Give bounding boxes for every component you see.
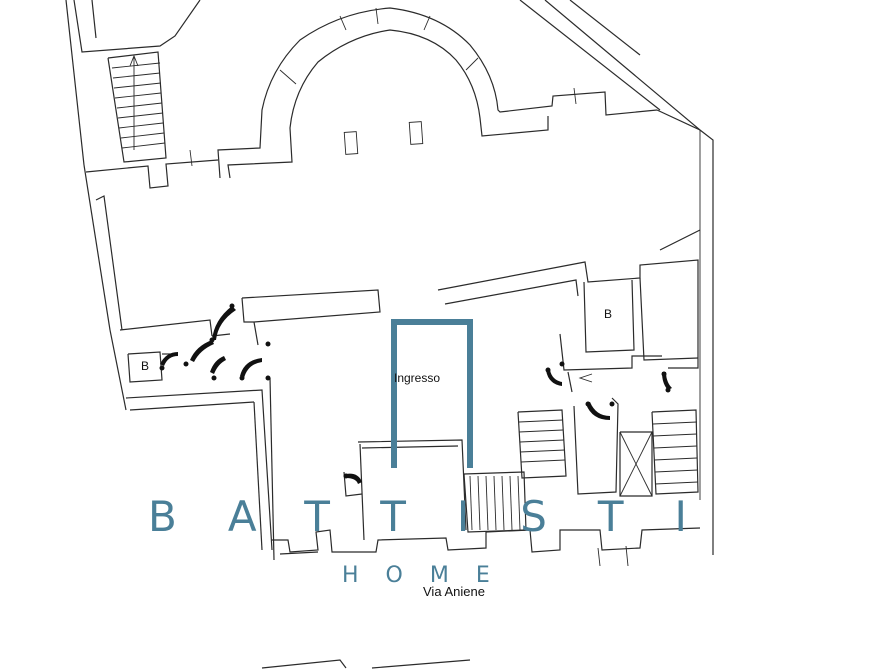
top-left-room [73, 0, 201, 53]
apse [189, 7, 658, 179]
doors [159, 303, 672, 484]
street-label: Via Aniene [423, 584, 485, 599]
south-facade [261, 527, 701, 669]
watermark-sub: HOME [342, 563, 517, 588]
watermark-brand: BATTISTI [148, 492, 738, 541]
entrance-highlight [391, 319, 473, 468]
outer-walls [65, 0, 714, 555]
room-label-b-left: B [141, 359, 149, 373]
right-staircase [517, 409, 699, 497]
room-label-entrance: Ingresso [394, 371, 440, 385]
room-label-b-right: B [604, 307, 612, 321]
staircase-top-left [107, 51, 167, 163]
entrance-stair [463, 471, 527, 533]
main-hall [85, 109, 701, 369]
right-rooms [559, 277, 699, 495]
